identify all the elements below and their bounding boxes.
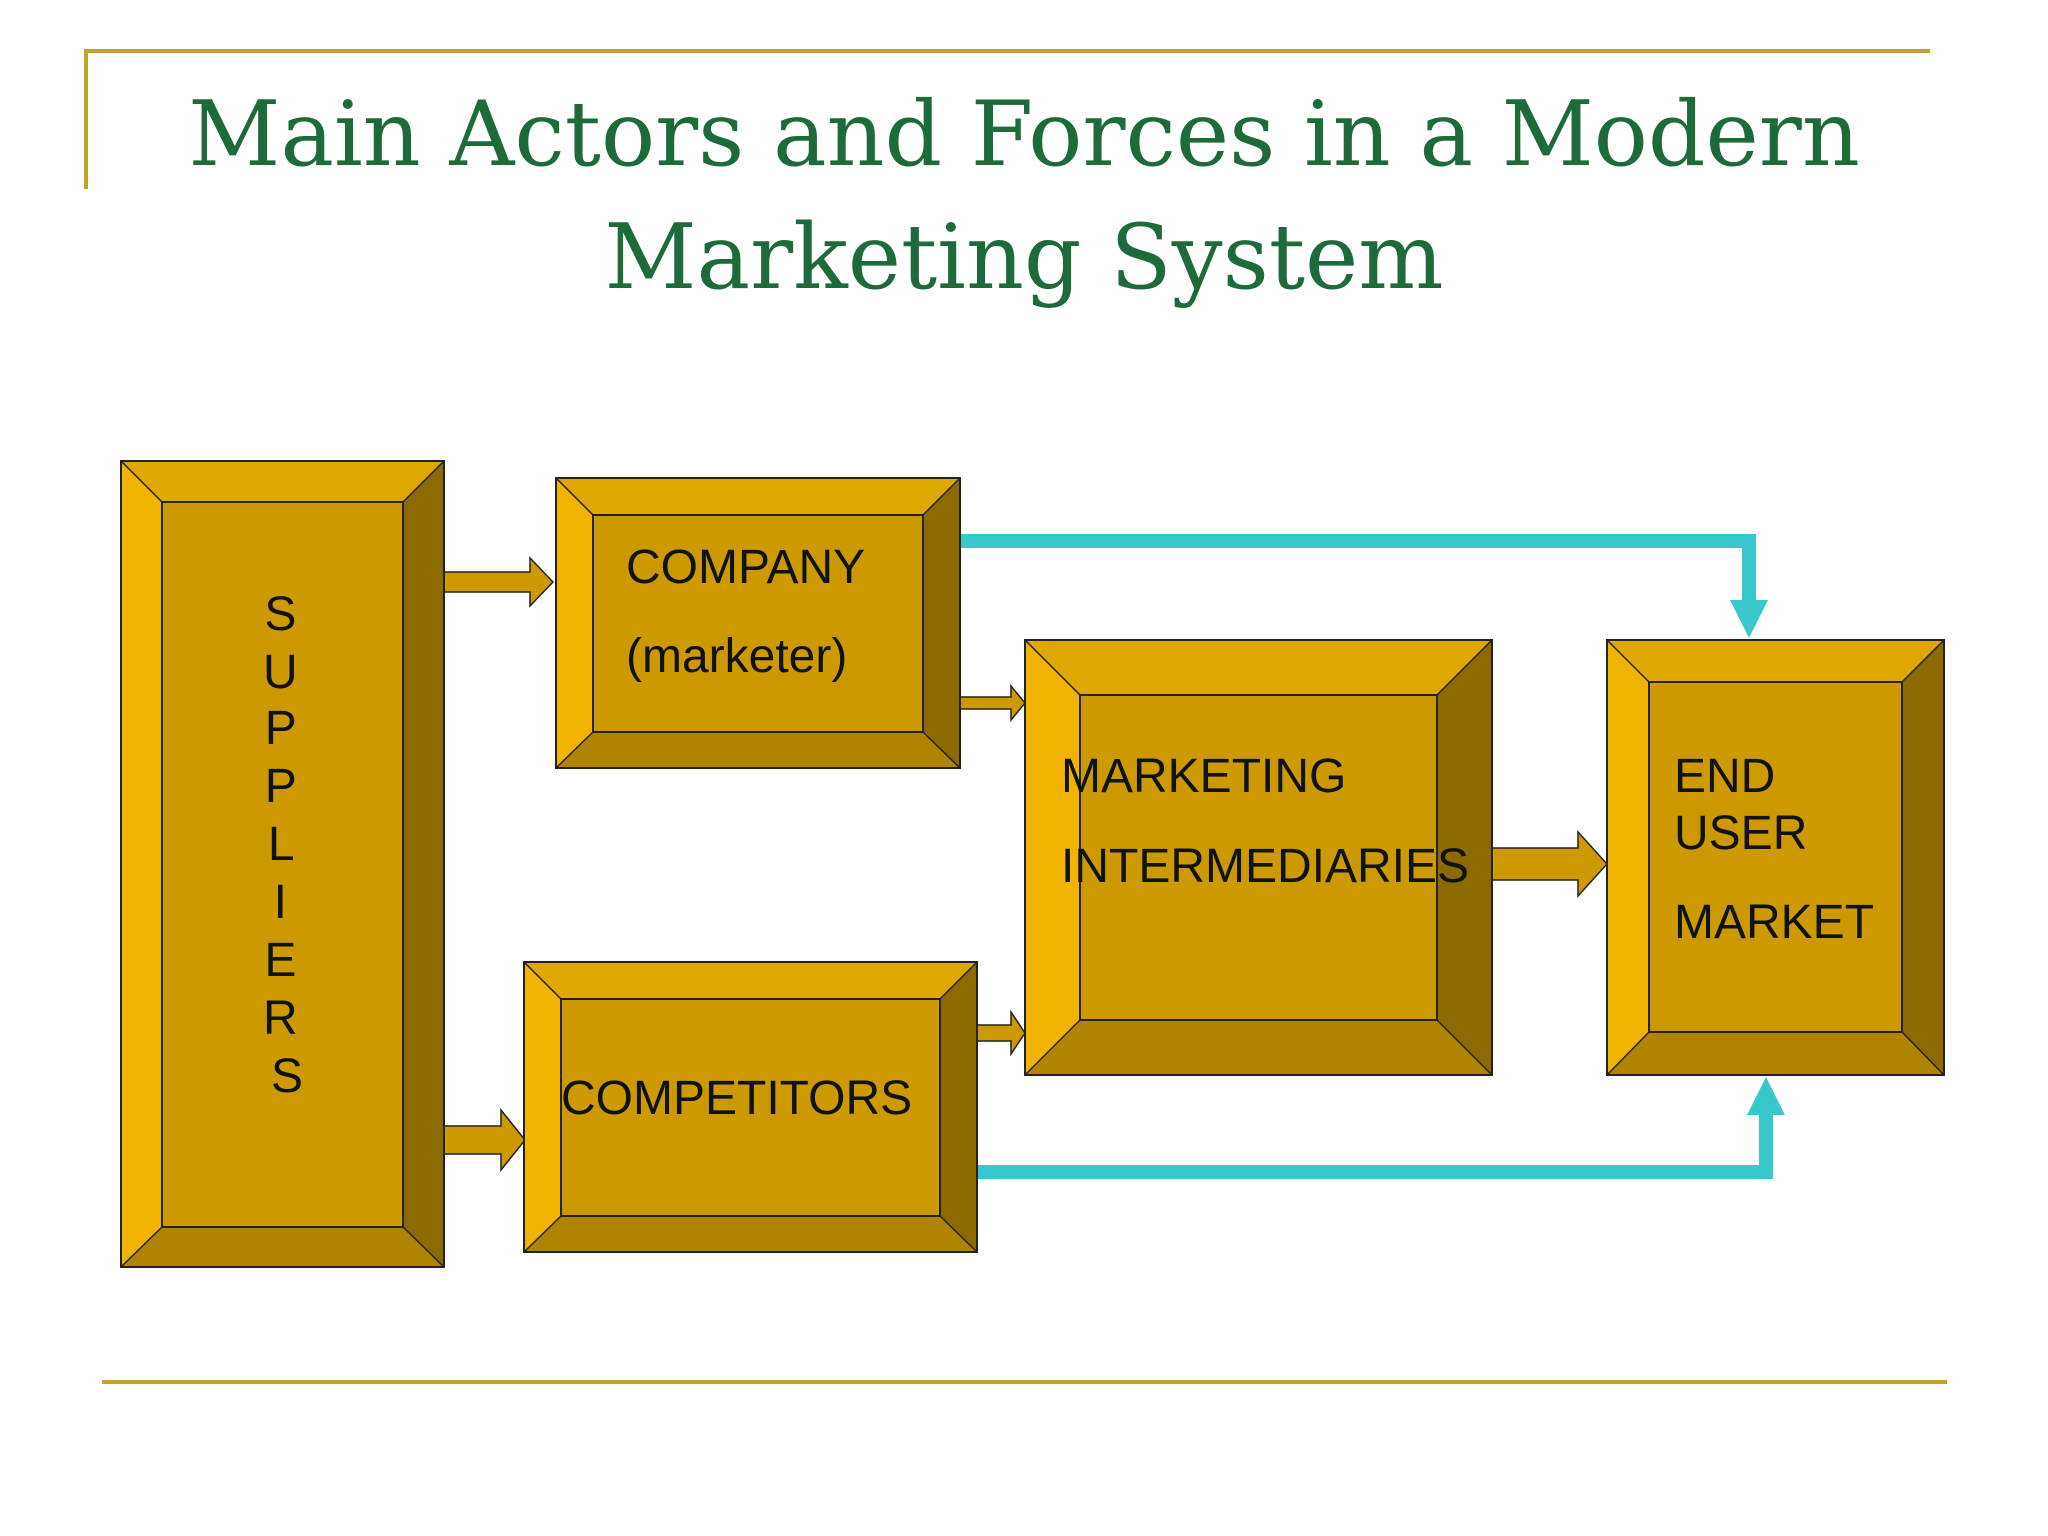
arrow-competitors-to-intermediaries: [976, 1009, 1026, 1057]
competitors-label: COMPETITORS: [561, 1072, 912, 1125]
flow-company-to-end-user-arrowhead: [1730, 600, 1768, 638]
suppliers-letter: S: [264, 588, 296, 641]
title-line-2: Marketing System: [604, 205, 1444, 310]
suppliers-letter: I: [274, 876, 287, 929]
intermediaries-label-line2: INTERMEDIARIES: [1061, 840, 1469, 893]
suppliers-letter: R: [263, 992, 298, 1045]
end-user-label-line3: MARKET: [1674, 896, 1874, 949]
flow-competitors-to-end-user-arrowhead: [1747, 1077, 1785, 1115]
end-user-market-box: END USER MARKET: [1606, 639, 1945, 1076]
title-line-1: Main Actors and Forces in a Modern: [188, 82, 1860, 187]
svg-text:S U P: S U P P L I E R S: [263, 588, 311, 1103]
intermediaries-label-line1: MARKETING: [1061, 750, 1346, 803]
left-rule: [84, 49, 88, 189]
arrow-suppliers-to-company: [443, 556, 555, 608]
arrow-suppliers-to-competitors: [443, 1107, 526, 1173]
suppliers-letter: U: [263, 646, 298, 699]
bottom-rule: [102, 1380, 1947, 1384]
suppliers-letter: S: [271, 1050, 303, 1103]
company-box: COMPANY (marketer): [555, 477, 961, 769]
top-rule: [84, 49, 1930, 53]
flow-competitors-to-end-user: [977, 1109, 1773, 1179]
company-subtitle: (marketer): [626, 630, 847, 683]
arrow-company-to-intermediaries: [959, 683, 1026, 723]
end-user-label-line2: USER: [1674, 807, 1807, 860]
suppliers-letter: P: [265, 760, 296, 813]
arrow-intermediaries-to-end-user: [1491, 830, 1609, 898]
competitors-box: COMPETITORS: [523, 961, 978, 1253]
suppliers-letter: E: [264, 934, 296, 987]
end-user-label-line1: END: [1674, 750, 1775, 803]
suppliers-letter: L: [268, 818, 294, 871]
intermediaries-box: MARKETING INTERMEDIARIES: [1024, 639, 1493, 1076]
suppliers-box: S U P P L I E R S: [120, 460, 445, 1268]
flow-company-to-end-user: [960, 534, 1756, 606]
suppliers-letter: P: [265, 702, 296, 755]
company-label: COMPANY: [626, 541, 865, 594]
